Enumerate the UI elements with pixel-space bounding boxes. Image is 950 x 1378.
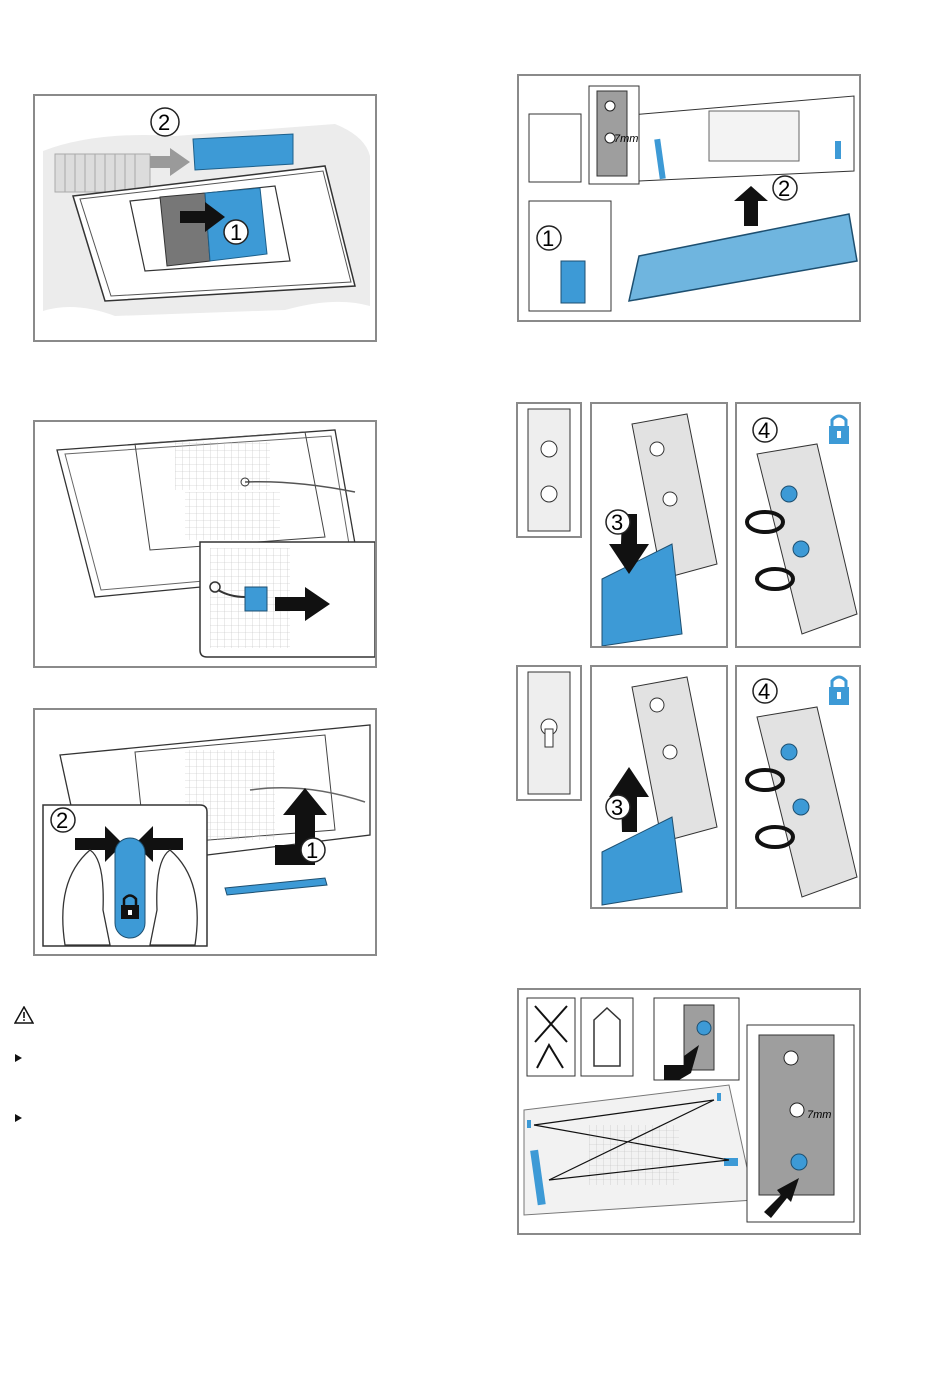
illustration-lock-screws: 4 bbox=[735, 402, 861, 648]
illustration-attach-cover: 2 7mm 1 bbox=[517, 74, 861, 322]
step-number: 3 bbox=[611, 795, 623, 820]
illustration-insert-filter: 1 2 bbox=[33, 94, 377, 342]
bullet-arrow-icon bbox=[15, 1054, 23, 1064]
padlock-icon bbox=[829, 677, 849, 705]
dimension-label: 7mm bbox=[614, 133, 638, 145]
illustration-disconnect-cable bbox=[33, 420, 377, 668]
illustration-lock-screws: 4 bbox=[735, 665, 861, 909]
step-number: 2 bbox=[778, 176, 790, 201]
padlock-icon bbox=[829, 416, 849, 444]
keyhole-profile-inset bbox=[516, 402, 582, 538]
step-number: 2 bbox=[56, 808, 68, 833]
dimension-label: 7mm bbox=[807, 1109, 831, 1121]
bullet-arrow-icon bbox=[15, 1114, 23, 1124]
step-number: 1 bbox=[306, 838, 318, 863]
step-number: 4 bbox=[758, 679, 770, 704]
duct-hose bbox=[55, 154, 150, 192]
step-number: 1 bbox=[230, 220, 242, 245]
step-number: 4 bbox=[758, 418, 770, 443]
plug-icon bbox=[245, 587, 267, 611]
illustration-slide-down: 3 bbox=[590, 402, 728, 648]
illustration-slide-up: 3 bbox=[590, 665, 728, 909]
warning-triangle-icon bbox=[14, 1006, 34, 1029]
illustration-mount-screws: 7mm bbox=[517, 988, 861, 1235]
keyhole-profile-inset bbox=[516, 665, 582, 801]
step-number: 2 bbox=[158, 110, 170, 135]
step-number: 1 bbox=[542, 226, 554, 251]
illustration-remove-clip: 1 2 bbox=[33, 708, 377, 956]
step-number: 3 bbox=[611, 510, 623, 535]
